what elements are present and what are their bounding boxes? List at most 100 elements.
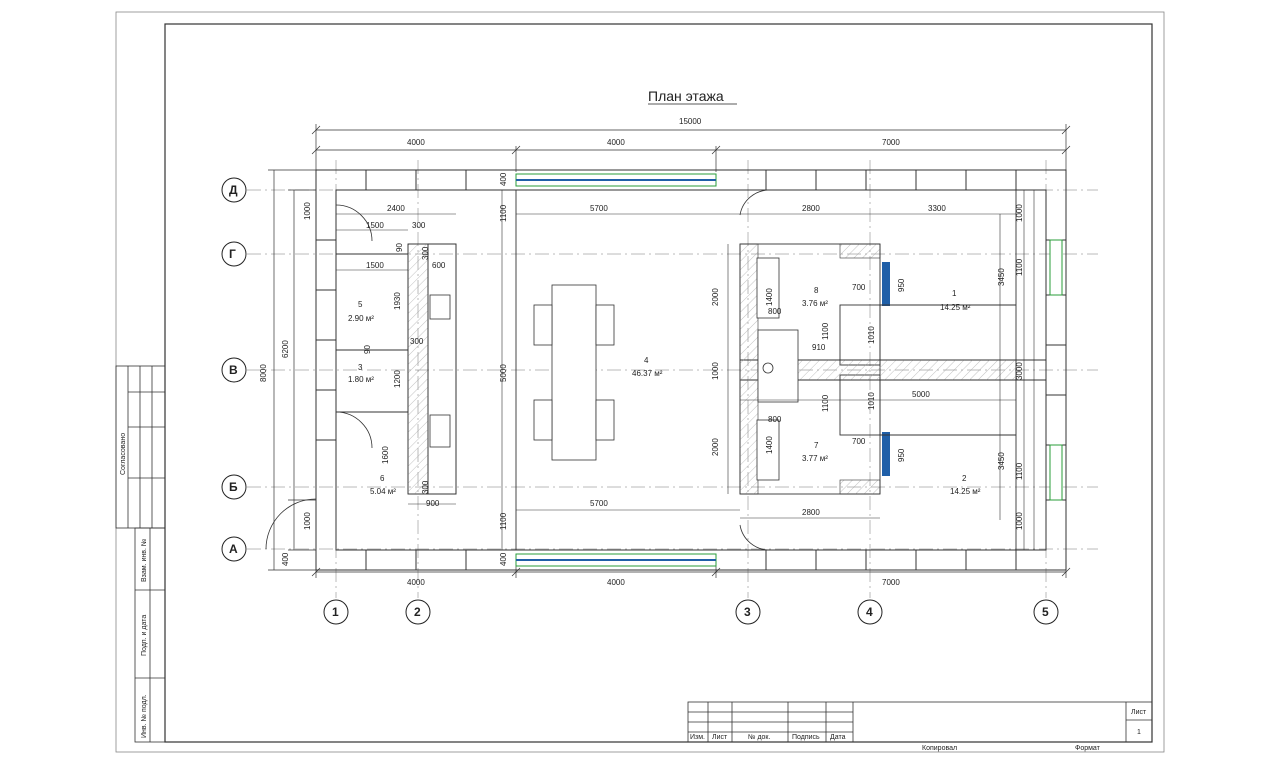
stamp-sign-date: Подп. и дата xyxy=(141,615,148,656)
dim-label: 1200 xyxy=(393,370,402,388)
dim-label: 3300 xyxy=(928,204,946,213)
windows xyxy=(515,173,1063,567)
dim-label: 300 xyxy=(421,480,430,494)
dim-label: 300 xyxy=(421,246,430,260)
dim-label: 1500 xyxy=(366,261,384,270)
room-number: 5 xyxy=(358,300,363,309)
dim-label: 2400 xyxy=(387,204,405,213)
dim-label: 90 xyxy=(363,345,372,354)
left-dimension-overall: 8000 xyxy=(259,364,268,382)
axis-column-label: 5 xyxy=(1042,605,1049,619)
door-swings xyxy=(265,189,771,551)
dim-label: 90 xyxy=(395,243,404,252)
tb-sheet-label: Лист xyxy=(1131,709,1147,716)
hatched-walls xyxy=(407,243,1017,495)
dimension-lines-left xyxy=(268,169,316,571)
axis-bubbles-rows xyxy=(221,177,247,562)
dim-label: 3450 xyxy=(997,268,1006,286)
dim-label: 1000 xyxy=(1015,204,1024,222)
room-number: 4 xyxy=(644,356,649,365)
dim-label: 700 xyxy=(852,283,866,292)
dim-label: 800 xyxy=(768,307,782,316)
dim-label: 2000 xyxy=(711,288,720,306)
dim-label: 1000 xyxy=(711,362,720,380)
room-area: 3.76 м² xyxy=(802,299,828,308)
axis-bubbles-columns xyxy=(323,599,1059,625)
dim-label: 3450 xyxy=(997,452,1006,470)
axis-row-label: А xyxy=(229,542,238,556)
bottom-dimension: 4000 xyxy=(607,578,625,587)
axis-row-label: В xyxy=(229,363,238,377)
room-area: 1.80 м² xyxy=(348,375,374,384)
dim-label: 1100 xyxy=(821,322,830,340)
left-dimension-wall: 400 xyxy=(281,552,290,566)
fixtures xyxy=(429,257,799,481)
axis-column-label: 1 xyxy=(332,605,339,619)
dim-label: 2800 xyxy=(802,508,820,517)
room-number: 7 xyxy=(814,441,819,450)
dim-label: 400 xyxy=(499,552,508,566)
interior-dimension-texts: 2400 1500 300 1500 600 300 900 1930 1200… xyxy=(303,172,1024,566)
dim-label: 1930 xyxy=(393,292,402,310)
dim-label: 1100 xyxy=(821,394,830,412)
top-dimension: 4000 xyxy=(607,138,625,147)
side-stamp xyxy=(115,365,166,743)
room-number: 8 xyxy=(814,286,819,295)
dim-label: 300 xyxy=(410,337,424,346)
room-area: 14.25 м² xyxy=(940,303,971,312)
axis-row-label: Д xyxy=(229,183,238,197)
top-dimension: 7000 xyxy=(882,138,900,147)
dim-label: 1500 xyxy=(366,221,384,230)
dim-label: 1000 xyxy=(303,202,312,220)
dim-label: 1100 xyxy=(499,512,508,530)
tb-date: Дата xyxy=(830,734,846,741)
exterior-walls xyxy=(315,169,1067,571)
dim-label: 3000 xyxy=(1015,362,1024,380)
room-area: 3.77 м² xyxy=(802,454,828,463)
dim-label: 800 xyxy=(768,415,782,424)
dim-label: 1010 xyxy=(867,326,876,344)
bottom-dimension: 4000 xyxy=(407,578,425,587)
tb-sheet-number: 1 xyxy=(1137,729,1141,736)
dim-label: 400 xyxy=(499,172,508,186)
axis-column-label: 2 xyxy=(414,605,421,619)
title-block xyxy=(687,701,1153,743)
dim-label: 1010 xyxy=(867,392,876,410)
room-area: 2.90 м² xyxy=(348,314,374,323)
tb-sign: Подпись xyxy=(792,734,820,741)
room-number: 3 xyxy=(358,363,363,372)
dim-label: 700 xyxy=(852,437,866,446)
dim-label: 5000 xyxy=(912,390,930,399)
dim-label: 600 xyxy=(432,261,446,270)
room-number: 2 xyxy=(962,474,967,483)
tb-doc: № док. xyxy=(748,734,770,741)
room-labels: 5 2.90 м² 3 1.80 м² 6 5.04 м² 4 46.37 м²… xyxy=(348,286,981,496)
left-dimension-offset: 1000 xyxy=(303,512,312,530)
stamp-inv-orig: Инв. № подл. xyxy=(141,694,148,738)
dim-label: 1600 xyxy=(381,446,390,464)
dim-label: 2800 xyxy=(802,204,820,213)
dim-label: 5700 xyxy=(590,499,608,508)
tb-change: Изм. xyxy=(690,734,705,741)
bottom-dimension: 7000 xyxy=(882,578,900,587)
overall-dimension: 15000 xyxy=(679,117,702,126)
stamp-agreed: Согласовано xyxy=(120,433,127,475)
axis-column-label: 3 xyxy=(744,605,751,619)
dim-label: 5000 xyxy=(499,364,508,382)
dim-label: 1100 xyxy=(499,204,508,222)
dim-label: 1400 xyxy=(765,288,774,306)
dim-label: 1100 xyxy=(1015,462,1024,480)
left-dimension-inner: 6200 xyxy=(281,340,290,358)
dim-label: 300 xyxy=(412,221,426,230)
axis-column-label: 4 xyxy=(866,605,873,619)
tb-format: Формат xyxy=(1075,745,1101,752)
top-dimension: 4000 xyxy=(407,138,425,147)
dim-label: 950 xyxy=(897,278,906,292)
room-area: 14.25 м² xyxy=(950,487,981,496)
sheet-inner-frame xyxy=(164,23,1153,743)
axis-row-label: Г xyxy=(229,247,236,261)
tb-sheet: Лист xyxy=(712,734,728,741)
dim-label: 5700 xyxy=(590,204,608,213)
dim-label: 2000 xyxy=(711,438,720,456)
plan-title: План этажа xyxy=(648,88,724,104)
